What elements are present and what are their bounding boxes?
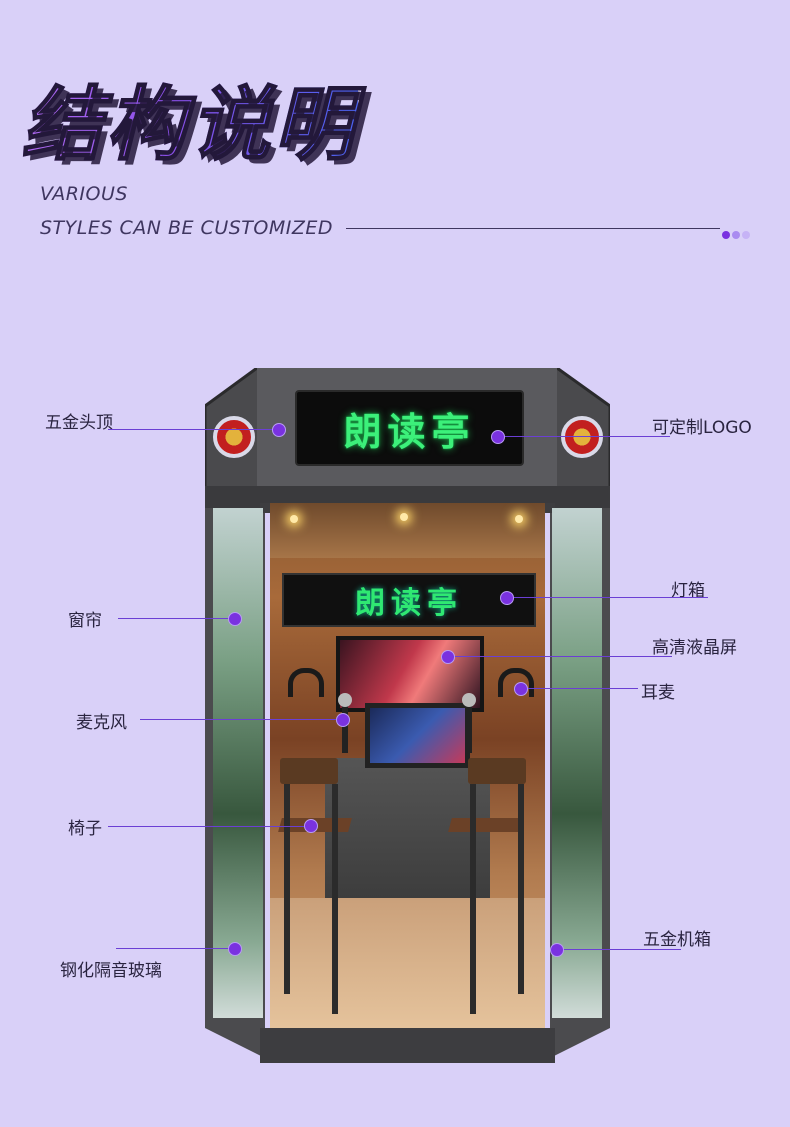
label-hardware-top: 五金头顶 <box>45 413 113 433</box>
subtitle-line-2: STYLES CAN BE CUSTOMIZED <box>40 217 334 239</box>
leader-line <box>118 618 233 619</box>
callout-dot <box>272 423 286 437</box>
leader-line <box>520 688 638 689</box>
leader-line <box>108 826 308 827</box>
top-light-sign: 朗读亭 <box>295 390 524 466</box>
label-hardware-cabinet: 五金机箱 <box>643 930 711 950</box>
right-emblem-icon <box>561 416 603 458</box>
ceiling <box>270 503 545 558</box>
label-chair: 椅子 <box>68 819 102 839</box>
callout-dot <box>500 591 514 605</box>
label-light-box: 灯箱 <box>671 581 705 601</box>
left-headphone-icon <box>288 668 324 697</box>
leader-line <box>116 948 234 949</box>
callout-dot <box>550 943 564 957</box>
inner-light-box: 朗读亭 <box>282 573 536 627</box>
label-tempered-glass: 钢化隔音玻璃 <box>60 961 162 981</box>
label-hd-lcd: 高清液晶屏 <box>652 638 737 658</box>
ceiling-light <box>290 515 298 523</box>
callout-dot <box>228 942 242 956</box>
leader-line <box>140 719 340 720</box>
label-microphone: 麦克风 <box>76 713 127 733</box>
right-glass-panel <box>552 508 602 1018</box>
leader-line <box>447 656 672 657</box>
callout-dot <box>441 650 455 664</box>
page-title: 结构说明 <box>21 60 358 176</box>
touch-screen <box>365 703 470 768</box>
callout-dot <box>228 612 242 626</box>
leader-line <box>108 429 278 430</box>
label-curtain: 窗帘 <box>68 611 102 631</box>
floor <box>270 898 545 1028</box>
label-custom-logo: 可定制LOGO <box>652 418 752 438</box>
leader-line <box>556 949 681 950</box>
left-chair <box>278 758 370 1018</box>
callout-dot <box>514 682 528 696</box>
leader-line <box>508 597 708 598</box>
callout-dot <box>336 713 350 727</box>
subtitle-line-1: VARIOUS <box>40 183 128 205</box>
callout-dot <box>491 430 505 444</box>
label-headphones: 耳麦 <box>641 683 675 703</box>
top-sign-text: 朗读亭 <box>343 409 476 454</box>
inner-sign-text: 朗读亭 <box>355 586 463 621</box>
right-headphone-icon <box>498 668 534 697</box>
booth-interior: 朗读亭 <box>270 503 545 1028</box>
callout-dot <box>304 819 318 833</box>
microphone-icon <box>462 693 476 753</box>
microphone-icon <box>338 693 352 753</box>
subtitle-divider <box>346 228 720 229</box>
ceiling-light <box>515 515 523 523</box>
ceiling-light <box>400 513 408 521</box>
left-emblem-icon <box>213 416 255 458</box>
reading-booth-illustration: 朗读亭 朗读亭 <box>205 368 610 1063</box>
lcd-screen <box>336 636 484 712</box>
leader-line <box>500 436 670 437</box>
left-glass-panel <box>213 508 263 1018</box>
decorative-dots <box>722 224 752 243</box>
right-chair <box>440 758 530 1018</box>
